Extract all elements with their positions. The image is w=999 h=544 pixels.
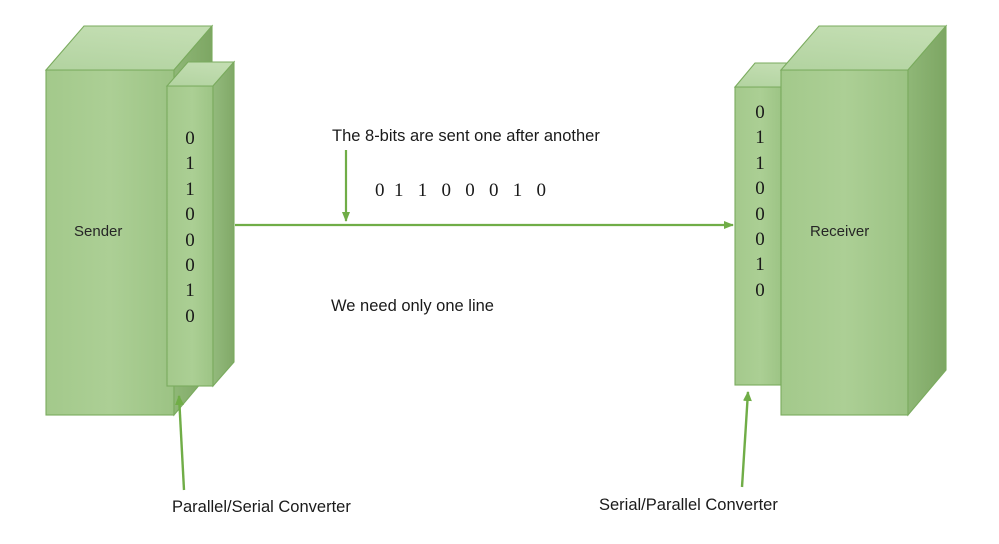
- line-note-text: We need only one line: [331, 297, 494, 315]
- sender-bit: 0: [185, 305, 195, 327]
- receiver-block: [779, 24, 948, 417]
- serial-parallel-converter-arrow: [740, 391, 752, 488]
- receiver-bit: 0: [755, 102, 765, 123]
- receiver-bit: 1: [755, 127, 765, 149]
- receiver-bit-column: 0 1 1 0 0 0 1 0: [749, 100, 771, 303]
- sender-bit: 0: [185, 255, 195, 277]
- receiver-bit: 0: [755, 229, 765, 251]
- receiver-label: Receiver: [810, 223, 870, 240]
- sender-bit: 0: [185, 204, 195, 226]
- sender-label: Sender: [74, 223, 123, 240]
- sender-bit: 1: [185, 178, 195, 200]
- sender-bit: 0: [185, 229, 195, 251]
- bits-note-text: The 8-bits are sent one after another: [332, 127, 600, 145]
- parallel-serial-converter-arrow: [174, 395, 186, 491]
- parallel-serial-converter-caption: Parallel/Serial Converter: [172, 498, 351, 516]
- sender-bit: 0: [185, 128, 195, 149]
- serial-parallel-converter-caption: Serial/Parallel Converter: [599, 496, 778, 514]
- sender-converter-strip: [165, 60, 236, 388]
- sender-bit-column: 0 1 1 0 0 0 1 0: [179, 126, 201, 329]
- serial-bit-stream: 0 1 1 0 0 0 1 0: [375, 180, 546, 201]
- sender-bit: 1: [185, 280, 195, 302]
- receiver-bit: 1: [755, 152, 765, 174]
- receiver-bit: 0: [755, 203, 765, 225]
- sender-bit: 1: [185, 153, 195, 175]
- receiver-bit: 0: [755, 279, 765, 301]
- receiver-bit: 1: [755, 254, 765, 276]
- receiver-bit: 0: [755, 178, 765, 200]
